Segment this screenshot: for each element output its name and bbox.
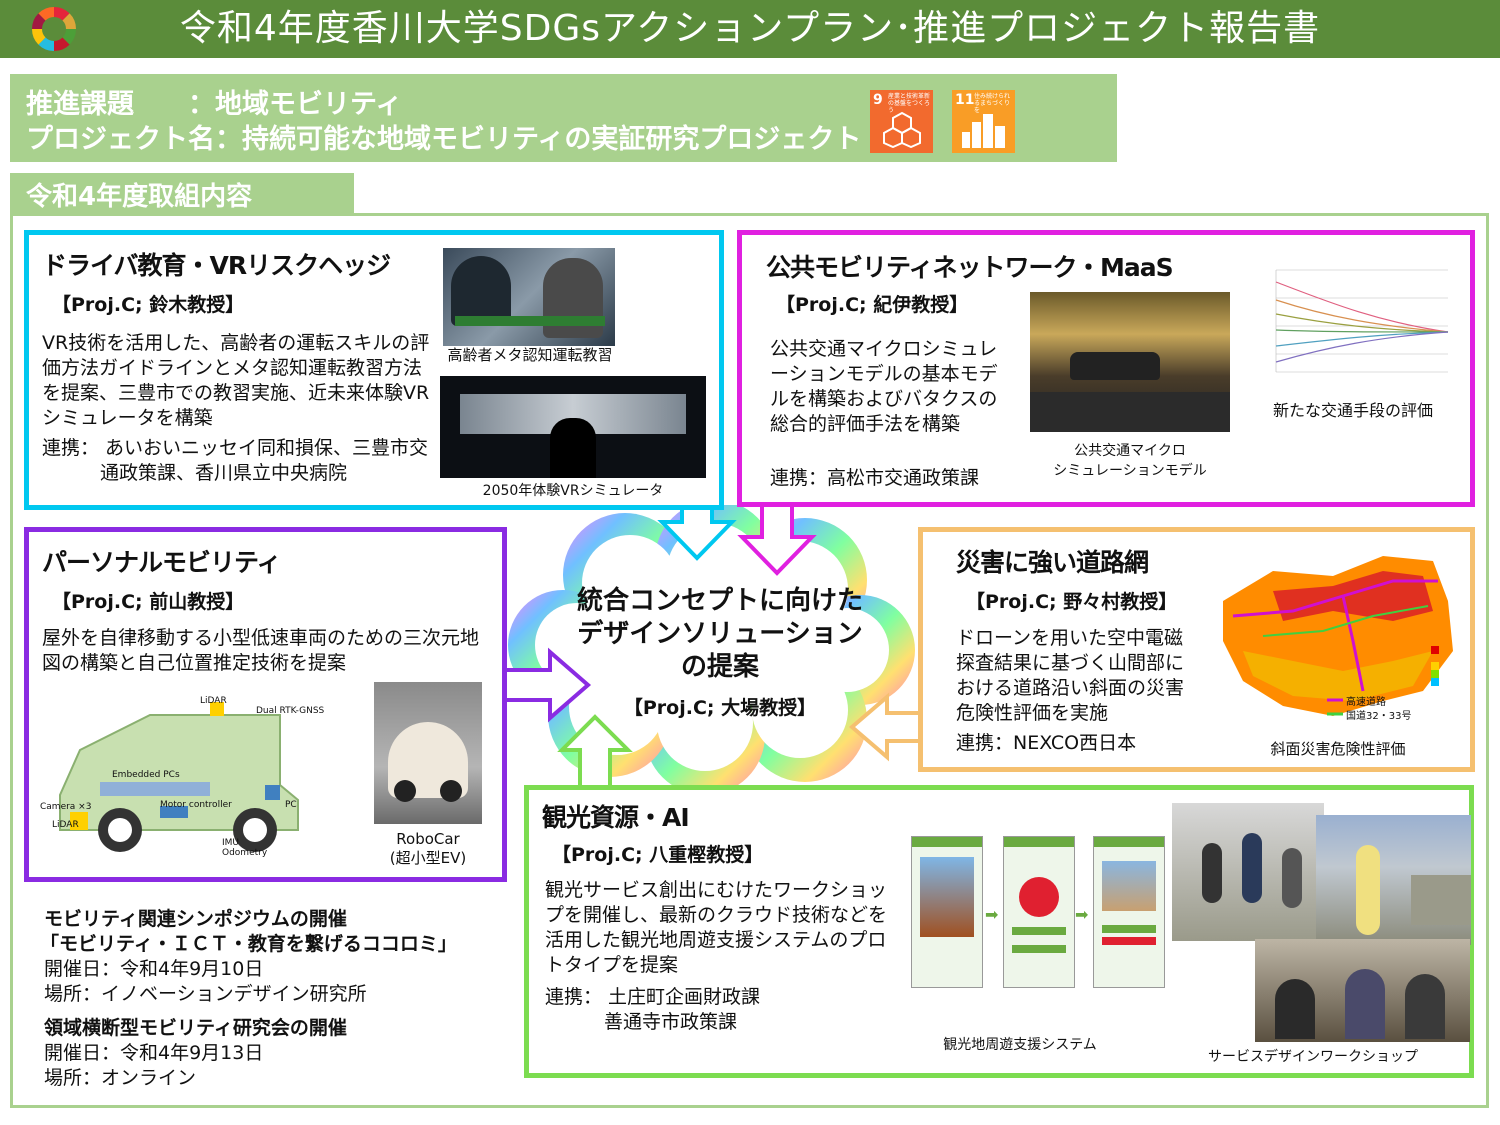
project-name: プロジェクト名：持続可能な地域モビリティの実証研究プロジェクト	[26, 124, 862, 155]
section-label: 令和4年度取組内容	[26, 182, 253, 212]
cubes-icon	[883, 111, 921, 148]
maas-cap-sim-1: 公共交通マイクロ	[1074, 443, 1186, 459]
driver-prof: 【Proj.C; 鈴木教授】	[52, 294, 245, 316]
disaster-title: 災害に強い道路網	[956, 548, 1149, 577]
driver-cap-2: 2050年体験VRシミュレータ	[482, 483, 664, 499]
center-concept: 統合コンセプトに向けた デザインソリューション の提案	[560, 585, 880, 684]
sdg-9-number: 9	[873, 92, 883, 108]
tourism-title: 観光資源・AI	[542, 803, 690, 832]
robocar-sensor-diagram	[59, 702, 299, 852]
personal-prof: 【Proj.C; 前山教授】	[52, 591, 245, 613]
tourism-cap-workshop: サービスデザインワークショップ	[1208, 1049, 1418, 1065]
city-icon	[962, 114, 1005, 148]
tourism-body: 観光サービス創出にむけたワークショップを開催し、最新のクラウド技術などを活用した…	[545, 879, 888, 976]
sdg-9-badge: 9 産業と技術革新の基盤をつくろう	[870, 90, 933, 153]
events-block: モビリティ関連シンポジウムの開催 「モビリティ・ＩＣＴ・教育を繋げるココロミ」 …	[40, 907, 457, 1091]
driver-cap-1: 高齢者メタ認知運転教習	[447, 346, 613, 364]
driver-body: VR技術を活用した、高齢者の運転スキルの評価方法ガイドラインとメタ認知運転教習方…	[42, 332, 430, 429]
flow-arrow-icon-1: ➡	[985, 905, 999, 924]
disaster-prof: 【Proj.C; 野々村教授】	[966, 591, 1178, 613]
maas-sim-caption: 公共交通マイクロ シミュレーションモデル	[1030, 441, 1230, 481]
event-1-date: 開催日：令和4年9月10日	[44, 958, 264, 980]
topic-theme: 推進課題 ：地域モビリティ	[26, 89, 403, 120]
maas-cap-eval: 新たな交通手段の評価	[1272, 401, 1433, 420]
workshop-photo-1	[1172, 803, 1324, 941]
maas-body: 公共交通マイクロシミュレーションモデルの基本モデルを構築およびバタクスの総合的評…	[770, 338, 998, 435]
center-line-2: デザインソリューション	[577, 619, 863, 649]
label-imu: IMU	[222, 838, 240, 848]
label-motor: Motor controller	[160, 800, 232, 810]
sdg-11-badge: 11 住み続けられるまちづくりを	[952, 90, 1015, 153]
green-arrow	[557, 714, 633, 790]
tourism-partner-1: 土庄町企画財政課	[608, 986, 761, 1008]
flow-arrow-icon-2: ➡	[1075, 905, 1089, 924]
event-2-place: 場所：オンライン	[44, 1067, 197, 1089]
slope-hazard-map	[1213, 541, 1463, 733]
sdg-9-text: 産業と技術革新の基盤をつくろう	[888, 93, 931, 114]
app-screen-3	[1093, 836, 1165, 988]
disaster-partner: 連携：NEXCO西日本	[956, 732, 1137, 754]
label-pc: PC	[285, 800, 297, 810]
disaster-body: ドローンを用いた空中電磁探査結果に基づく山間部における道路沿い斜面の災害危険性評…	[956, 627, 1185, 724]
transport-evaluation-chart	[1275, 269, 1449, 373]
center-line-3: の提案	[680, 652, 759, 682]
robocar-photo	[374, 682, 482, 824]
tourism-cap-system: 観光地周遊支援システム	[943, 1037, 1097, 1053]
event-1-name: 「モビリティ・ＩＣＴ・教育を繋げるココロミ」	[40, 933, 457, 955]
app-screen-2	[1003, 836, 1075, 988]
tourism-partner-label: 連携：	[545, 986, 603, 1008]
event-1-title: モビリティ関連シンポジウムの開催	[44, 908, 347, 930]
app-screen-1	[911, 836, 983, 988]
purple-arrow	[500, 647, 592, 723]
sdg-11-text: 住み続けられるまちづくりを	[974, 93, 1011, 114]
center-line-1: 統合コンセプトに向けた	[576, 586, 863, 616]
sdg-wheel-logo	[31, 6, 77, 52]
maas-partner: 連携：高松市交通政策課	[770, 467, 980, 489]
center-prof: 【Proj.C; 大場教授】	[623, 697, 817, 719]
section-tab: 令和4年度取組内容	[10, 173, 354, 213]
legend-highway: 高速道路	[1346, 697, 1386, 708]
vr-simulator-photo	[440, 376, 706, 478]
driver-education-photo	[443, 248, 615, 346]
maas-title: 公共モビリティネットワーク・MaaS	[766, 253, 1174, 282]
header-bar	[0, 0, 1500, 58]
personal-body: 屋外を自律移動する小型低速車両のための三次元地図の構築と自己位置推定技術を提案	[42, 627, 480, 674]
maas-prof: 【Proj.C; 紀伊教授】	[776, 294, 969, 316]
label-odometry: Odometry	[222, 848, 268, 858]
driver-title: ドライバ教育・VRリスクヘッジ	[42, 251, 391, 280]
magenta-arrow	[737, 500, 817, 576]
workshop-photo-2	[1316, 815, 1471, 945]
robocar-caption: RoboCar (超小型EV)	[374, 830, 482, 868]
content-frame	[10, 213, 1489, 1108]
workshop-photo-3	[1255, 939, 1470, 1042]
label-camera: Camera ×3	[40, 802, 92, 812]
label-gnss: Dual RTK-GNSS	[256, 706, 325, 716]
traffic-simulation-image	[1030, 292, 1230, 432]
personal-title: パーソナルモビリティ	[42, 548, 282, 577]
personal-cap-1: RoboCar	[396, 830, 460, 848]
event-2-title: 領域横断型モビリティ研究会の開催	[44, 1017, 347, 1039]
event-1-place: 場所：イノベーションデザイン研究所	[44, 983, 367, 1005]
maas-cap-sim-2: シミュレーションモデル	[1053, 463, 1207, 479]
tourism-prof: 【Proj.C; 八重樫教授】	[552, 844, 764, 866]
sdg-11-number: 11	[955, 92, 975, 108]
event-2-date: 開催日：令和4年9月13日	[44, 1042, 264, 1064]
orange-arrow	[848, 692, 925, 762]
label-lidar-side: LiDAR	[52, 820, 79, 830]
personal-cap-2: (超小型EV)	[389, 849, 467, 867]
legend-national-road: 国道32・33号	[1346, 711, 1412, 722]
label-embedded: Embedded PCs	[112, 770, 180, 780]
driver-partner: あいおいニッセイ同和損保、三豊市交通政策課、香川県立中央病院	[100, 437, 429, 484]
disaster-cap: 斜面災害危険性評価	[1270, 740, 1406, 758]
label-lidar-top: LiDAR	[200, 696, 227, 706]
tourism-partner-2: 善通寺市政策課	[604, 1011, 738, 1033]
driver-partner-label: 連携：	[42, 437, 100, 459]
report-title: 令和4年度香川大学SDGsアクションプラン･推進プロジェクト報告書	[179, 8, 1321, 49]
